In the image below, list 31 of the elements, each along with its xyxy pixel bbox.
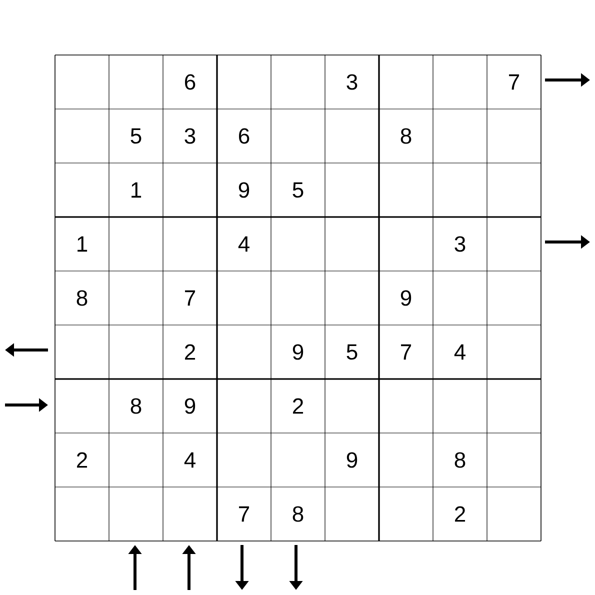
- cell-digit: 4: [454, 344, 466, 360]
- cell-digit: 2: [77, 452, 88, 468]
- cell-digit: 8: [400, 128, 412, 144]
- cell-digit: 8: [130, 398, 142, 414]
- cell-digit: 8: [76, 290, 88, 306]
- cell-digit: 6: [185, 74, 196, 90]
- cell-digit: 3: [346, 74, 358, 90]
- cell-digit: 7: [239, 506, 250, 522]
- cell-digit: 9: [292, 344, 304, 360]
- cell-digit: 7: [401, 344, 412, 360]
- cell-digit: 8: [292, 506, 304, 522]
- cell-digit: 3: [184, 128, 196, 144]
- cell-digit: 7: [185, 290, 196, 306]
- cell-digit: 2: [293, 398, 304, 414]
- cell-digit: 8: [454, 452, 466, 468]
- cell-digit: 1: [132, 182, 142, 198]
- cell-digit: 6: [239, 128, 250, 144]
- cell-digit: 9: [184, 398, 196, 414]
- cell-digit: 5: [292, 182, 304, 198]
- cell-digit: 5: [346, 344, 358, 360]
- cell-digit: 3: [454, 236, 466, 252]
- cell-digit: 4: [238, 236, 250, 252]
- cell-digit: 9: [400, 290, 412, 306]
- cell-digit: 7: [509, 74, 520, 90]
- cell-digit: 2: [455, 506, 466, 522]
- cell-digit: 4: [184, 452, 196, 468]
- cell-digit: 9: [238, 182, 250, 198]
- cell-digit: 9: [346, 452, 358, 468]
- cell-digit: 2: [185, 344, 196, 360]
- cell-digit: 5: [130, 128, 142, 144]
- cell-digit: 1: [78, 236, 88, 252]
